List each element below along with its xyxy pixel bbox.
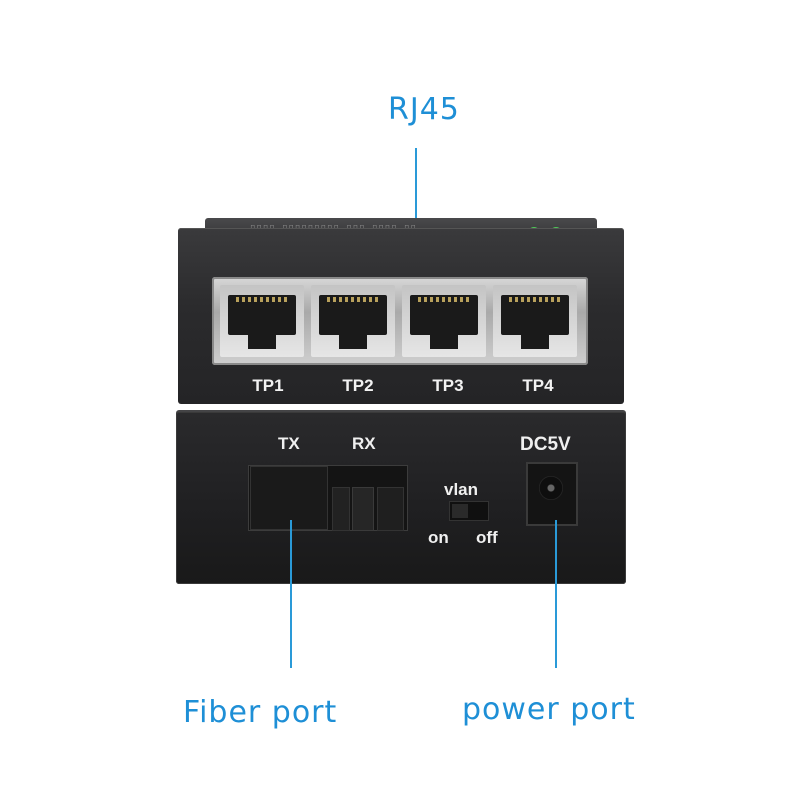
vlan-switch-knob (452, 504, 468, 518)
rj45-port-bank (212, 277, 588, 365)
rj45-port-3-tab (430, 335, 458, 349)
rj45-port-1-pins (236, 297, 288, 302)
port-label-tp4: TP4 (522, 376, 554, 395)
rj45-port-1-tab (248, 335, 276, 349)
dc-power-jack-hole (539, 476, 563, 500)
vlan-label: vlan (444, 480, 479, 499)
rj45-callout-label: RJ45 (388, 92, 460, 127)
rj45-port-4[interactable] (493, 285, 577, 357)
fiber-port-rx-segment-1 (332, 487, 350, 531)
rj45-port-2-tab (339, 335, 367, 349)
rj45-port-4-tab (521, 335, 549, 349)
fiber-port-tx (250, 466, 328, 530)
rj45-port-2-pins (327, 297, 379, 302)
tx-label: TX (278, 434, 300, 453)
port-label-tp1: TP1 (252, 376, 284, 395)
port-label-tp3: TP3 (432, 376, 464, 395)
vlan-off-label: off (476, 528, 498, 547)
fiber-port-rx-segment-2 (352, 487, 374, 531)
rx-label: RX (352, 434, 376, 453)
dc-voltage-label: DC5V (520, 434, 571, 455)
power-port-callout-line (555, 520, 557, 668)
rj45-port-4-pins (509, 297, 561, 302)
rj45-port-3[interactable] (402, 285, 486, 357)
power-port-callout-label: power port (462, 692, 636, 727)
rj45-port-3-pins (418, 297, 470, 302)
top-unit-lid-engraving: ▫▫▫▫ ▫▫▫▫▫▫▫▫▫ ▫▫▫ ▫▫▫▫ ▫▫ (250, 222, 417, 232)
fiber-port-callout-label: Fiber port (183, 695, 338, 730)
rj45-port-2[interactable] (311, 285, 395, 357)
port-label-tp2: TP2 (342, 376, 374, 395)
fiber-port-callout-line (290, 520, 292, 668)
fiber-port-rx-segment-3 (377, 487, 404, 531)
vlan-on-label: on (428, 528, 449, 547)
rj45-port-1[interactable] (220, 285, 304, 357)
